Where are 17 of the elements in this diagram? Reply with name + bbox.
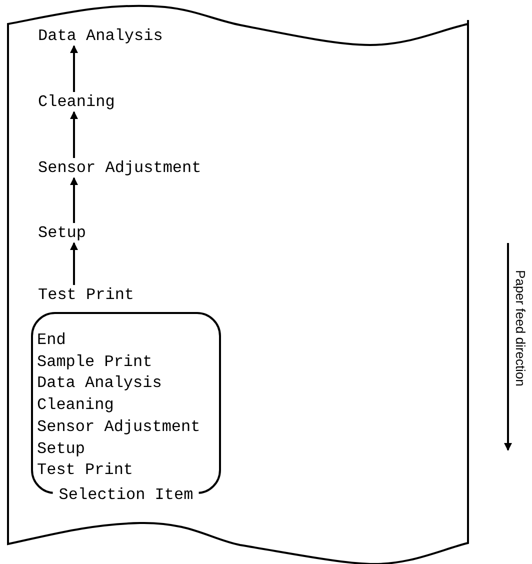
menu-item: Data Analysis <box>37 373 162 394</box>
menu-text: Setup <box>38 223 86 243</box>
arrow <box>70 45 78 92</box>
arrow <box>70 177 78 223</box>
menu-item: Sample Print <box>37 352 152 372</box>
menu-text: Test Print <box>38 285 134 305</box>
menu-item: Setup <box>37 438 86 458</box>
menu-item: End <box>37 330 66 350</box>
menu-text: Data Analysis <box>38 26 163 46</box>
menu-item: Cleaning <box>37 395 114 416</box>
menu-text: Cleaning <box>38 92 115 112</box>
arrow <box>70 111 78 158</box>
direction-label: Paper feed direction <box>512 270 528 386</box>
menu-item: Test Print <box>37 460 134 480</box>
arrow <box>70 242 78 285</box>
menu-text: Sensor Adjustment <box>38 158 202 178</box>
menu-item: Sensor Adjustment <box>37 416 200 437</box>
